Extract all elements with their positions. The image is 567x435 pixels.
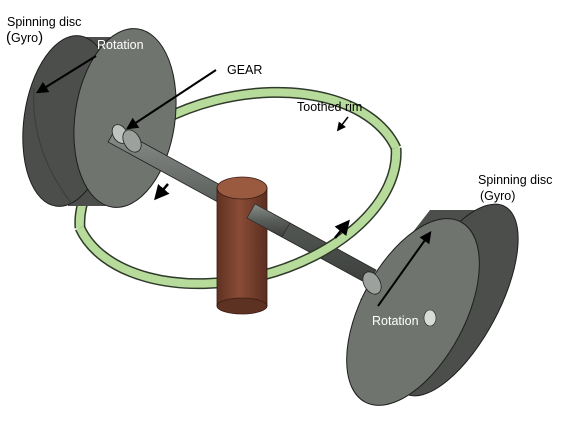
- gear-label: GEAR: [227, 63, 263, 77]
- left-rotation-label: Rotation: [97, 38, 144, 52]
- right-spinning-disc: [346, 203, 519, 406]
- left-disc-label-gyro: Gyro: [11, 31, 39, 45]
- rim-motion-arrow-right: [334, 219, 350, 239]
- left-disc-label-line1: Spinning disc: [7, 15, 82, 29]
- left-disc-label-line2: (Gyro): [6, 29, 44, 46]
- gear-pointer-arrow: [125, 69, 217, 130]
- toothed-rim-pointer-arrow: [336, 116, 349, 132]
- right-disc-label-line1: Spinning disc: [478, 173, 553, 187]
- right-disc-label-line2: (Gyro): [480, 189, 516, 203]
- left-rotation-arrow: [35, 55, 97, 94]
- left-spinning-disc: [22, 28, 177, 208]
- central-post: [216, 176, 291, 315]
- right-rotation-label: Rotation: [372, 314, 419, 328]
- rim-motion-arrow-left: [154, 183, 170, 201]
- toothed-rim-label: Toothed rim: [297, 100, 363, 114]
- right-rotation-arrow: [377, 231, 432, 307]
